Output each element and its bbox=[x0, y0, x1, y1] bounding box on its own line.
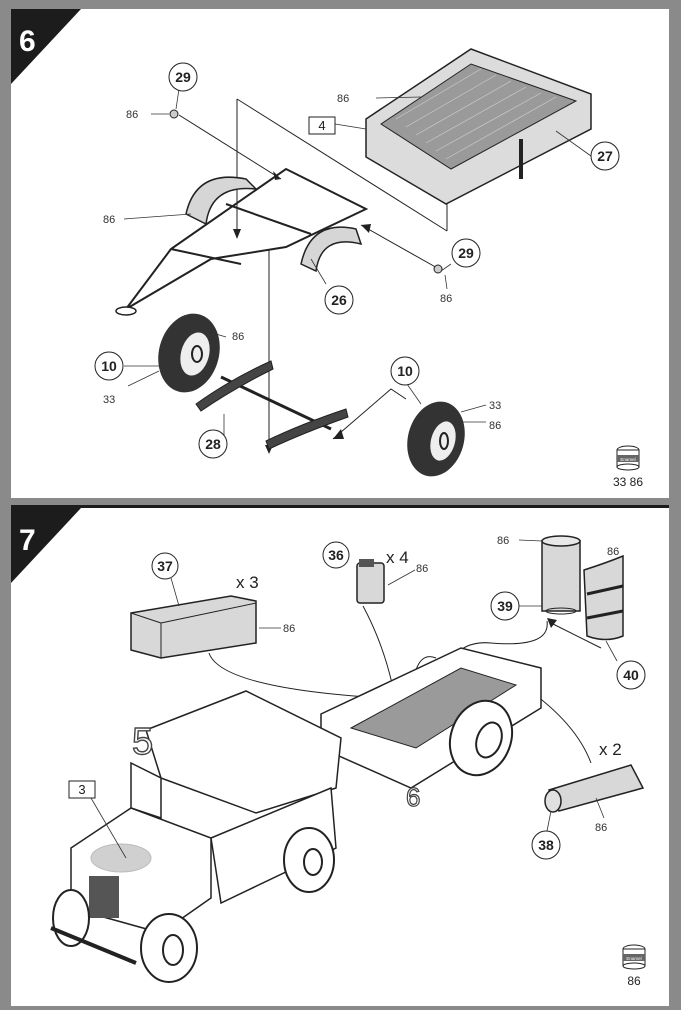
frame-right bbox=[669, 0, 681, 1010]
decal-callout-3: 3 bbox=[68, 780, 96, 799]
wheel-right-part bbox=[407, 401, 465, 477]
decal-callout-4: 4 bbox=[308, 116, 336, 135]
svg-text:Enamel: Enamel bbox=[620, 457, 635, 462]
svg-text:40: 40 bbox=[623, 667, 639, 683]
paint-label-40: 86 bbox=[607, 546, 619, 558]
quantity-38: x 2 bbox=[599, 740, 622, 759]
callout-26: 26 bbox=[324, 285, 354, 315]
water-drum-part bbox=[541, 535, 581, 615]
enamel-paint-tin-icon: Enamel bbox=[622, 944, 646, 970]
axle-springs-part bbox=[195, 360, 349, 450]
decal-marker-6: 6 bbox=[406, 782, 420, 812]
paint-label-37: 86 bbox=[283, 623, 295, 635]
svg-text:10: 10 bbox=[397, 363, 413, 379]
jeep-vehicle bbox=[50, 690, 342, 983]
quantity-36: x 4 bbox=[386, 548, 409, 567]
svg-text:4: 4 bbox=[318, 118, 325, 133]
frame-middle bbox=[0, 498, 681, 505]
step-6-panel: 6 bbox=[11, 9, 669, 498]
trailer-body-part bbox=[365, 48, 592, 205]
ammo-box-part bbox=[130, 595, 257, 659]
frame-top bbox=[0, 0, 681, 9]
paint-label-39: 86 bbox=[497, 535, 509, 547]
tow-eye bbox=[115, 306, 137, 316]
callout-29-top: 29 bbox=[168, 62, 198, 92]
paint-label-tyre-left: 33 bbox=[103, 394, 115, 406]
paint-label-29-right: 86 bbox=[440, 293, 452, 305]
step-number: 6 bbox=[19, 25, 36, 58]
callout-10-left: 10 bbox=[94, 351, 124, 381]
svg-text:37: 37 bbox=[157, 558, 173, 574]
paint-label-29: 86 bbox=[126, 109, 138, 121]
wheel-left-part bbox=[158, 313, 220, 393]
callout-40: 40 bbox=[616, 660, 646, 690]
step-7-panel: 7 bbox=[11, 505, 669, 1006]
paint-label-36: 86 bbox=[416, 563, 428, 575]
callout-27: 27 bbox=[590, 141, 620, 171]
callout-28: 28 bbox=[198, 429, 228, 459]
nut-part bbox=[433, 264, 443, 274]
step-7-diagram: 7 bbox=[11, 508, 646, 988]
svg-text:29: 29 bbox=[175, 69, 191, 85]
enamel-paint-tin-icon: Enamel bbox=[616, 445, 640, 471]
svg-text:28: 28 bbox=[205, 436, 221, 452]
jerrycan-part bbox=[356, 559, 385, 604]
paint-label-tyre-right: 33 bbox=[489, 400, 501, 412]
mudguard-left bbox=[185, 176, 259, 226]
nut-part bbox=[169, 109, 179, 119]
quantity-37: x 3 bbox=[236, 573, 259, 592]
callout-39: 39 bbox=[490, 591, 520, 621]
svg-text:3: 3 bbox=[78, 782, 85, 797]
paint-label-38: 86 bbox=[595, 822, 607, 834]
paint-label-hub-right: 86 bbox=[489, 420, 501, 432]
svg-text:27: 27 bbox=[597, 148, 613, 164]
decal-marker-5: 5 bbox=[132, 721, 153, 763]
step-tab bbox=[11, 508, 81, 583]
paint-label-hub-left: 86 bbox=[232, 331, 244, 343]
callout-36: 36 bbox=[322, 541, 350, 569]
paint-label-mudguard: 86 bbox=[103, 214, 115, 226]
svg-text:26: 26 bbox=[331, 292, 347, 308]
frame-left bbox=[0, 0, 11, 1010]
step-number: 7 bbox=[19, 524, 36, 557]
callout-10-right: 10 bbox=[390, 356, 420, 386]
paint-label-body: 86 bbox=[337, 93, 349, 105]
svg-text:36: 36 bbox=[328, 547, 344, 563]
trailer-chassis-part bbox=[125, 167, 369, 310]
paint-tin-codes: 33 86 bbox=[613, 475, 643, 489]
svg-text:38: 38 bbox=[538, 837, 554, 853]
callout-38: 38 bbox=[531, 830, 561, 860]
mudguard-right-part bbox=[300, 226, 363, 273]
step-tab bbox=[11, 9, 81, 84]
callout-29-right: 29 bbox=[451, 238, 481, 268]
paint-tin-codes: 86 bbox=[627, 974, 641, 988]
svg-text:10: 10 bbox=[101, 358, 117, 374]
trailer-assembly bbox=[270, 647, 542, 789]
frame-bottom bbox=[0, 1003, 681, 1010]
bedroll-part bbox=[544, 764, 645, 813]
svg-text:29: 29 bbox=[458, 245, 474, 261]
drum-shell-part bbox=[583, 554, 624, 641]
svg-text:Enamel: Enamel bbox=[626, 956, 641, 961]
svg-text:39: 39 bbox=[497, 598, 513, 614]
callout-37: 37 bbox=[151, 552, 179, 580]
step-6-diagram: 6 bbox=[11, 9, 643, 489]
